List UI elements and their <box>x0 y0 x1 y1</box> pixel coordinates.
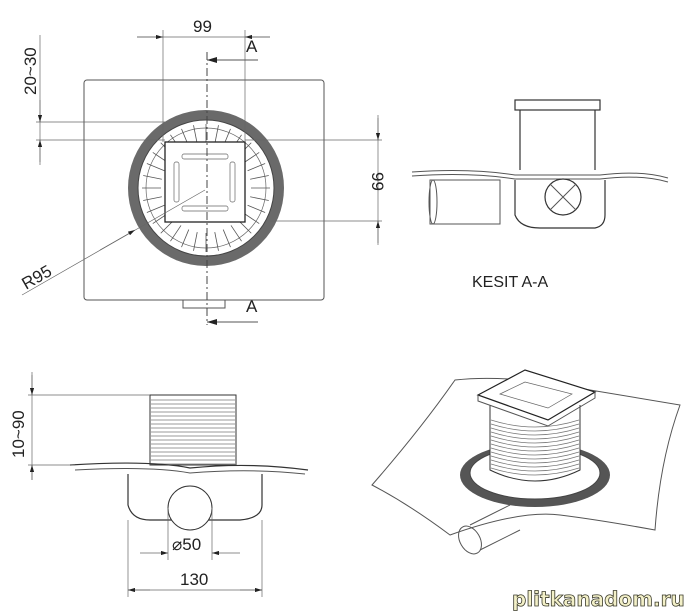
pipe <box>469 504 521 551</box>
ribs <box>142 124 270 252</box>
dim-offset-label: 20~30 <box>21 47 40 95</box>
pipe-circle <box>167 485 213 531</box>
section-mark-bottom: A <box>246 297 258 316</box>
top-view: 99 A A 20~30 99 R95 <box>19 17 387 325</box>
isometric-view <box>371 369 681 555</box>
membrane <box>371 377 681 536</box>
outlet-pipe <box>429 179 501 225</box>
pipe-stub <box>182 299 226 309</box>
section-view: KESIT A-A <box>411 99 669 291</box>
section-mark-top: A <box>246 37 258 56</box>
dim-pipe-label: ⌀50 <box>172 535 201 554</box>
watermark: plitkanadom.ru <box>512 587 685 611</box>
dim-side-width-label: 130 <box>180 570 208 589</box>
grate-square <box>164 141 246 223</box>
dim-height-label: 99 <box>368 172 387 191</box>
section-title: KESIT A-A <box>472 274 549 291</box>
side-view: 10~90 ⌀50 130 <box>9 372 309 597</box>
dim-radius-label: R95 <box>19 261 56 293</box>
dim-side-height-label: 10~90 <box>9 410 28 458</box>
riser-body <box>149 394 237 466</box>
dim-width-label: 99 <box>193 17 212 36</box>
